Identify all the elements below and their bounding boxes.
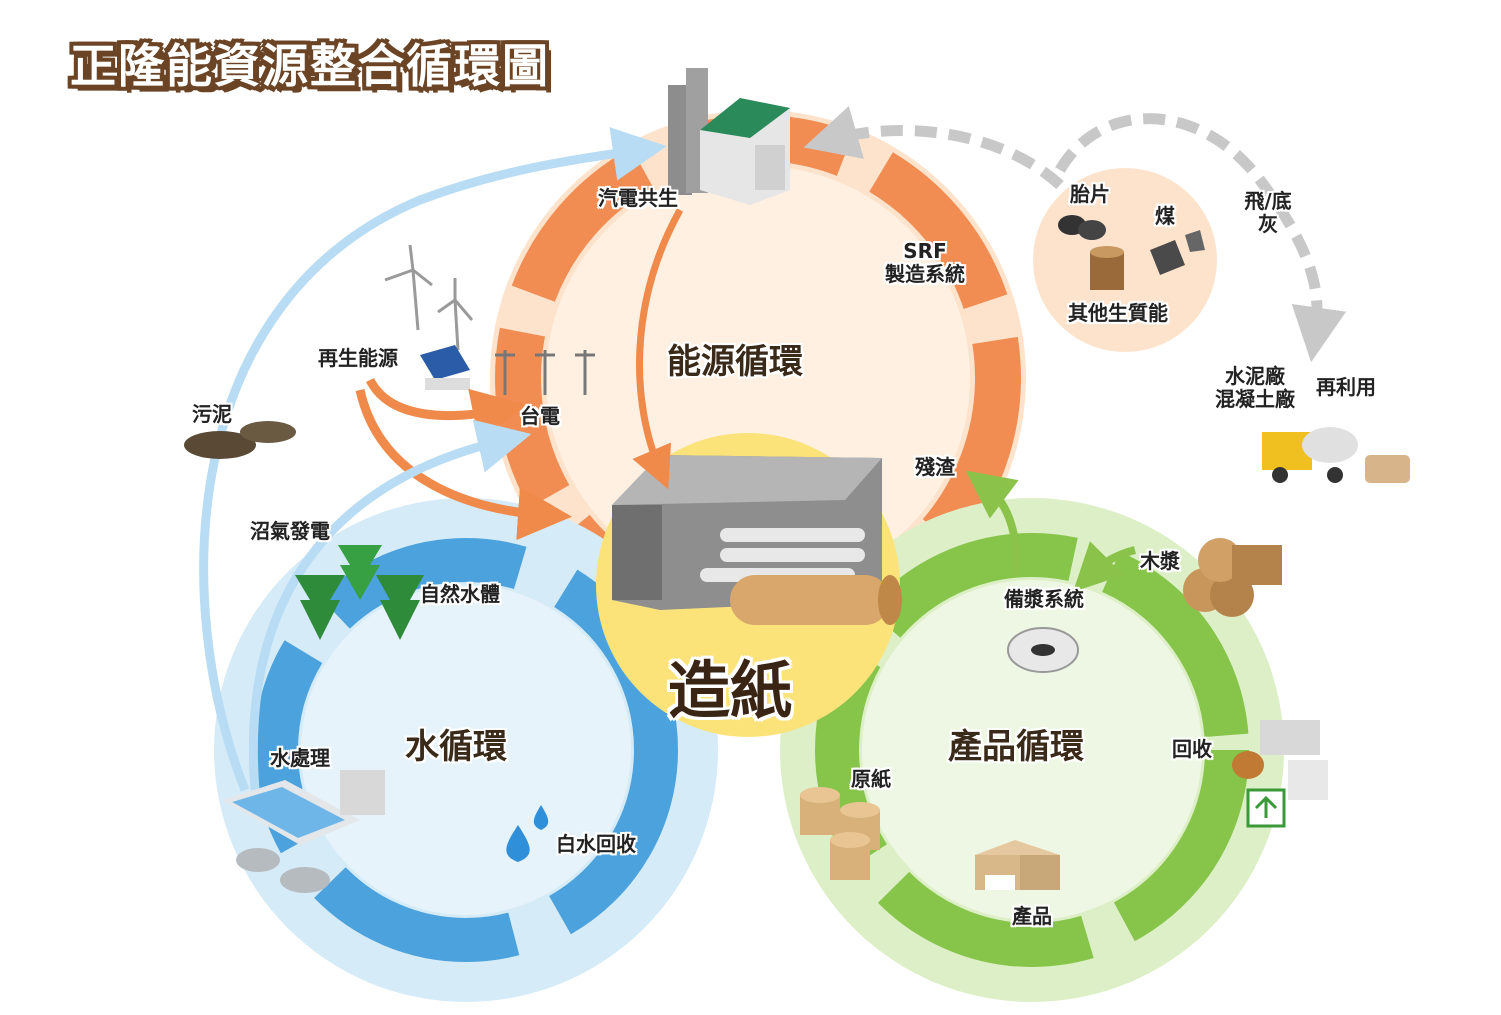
power-pole-icon: [495, 350, 595, 395]
natural-water-label: 自然水體: [420, 582, 500, 606]
coal-label: 煤: [1155, 204, 1175, 228]
ash-label: 飛/底 灰: [1244, 189, 1292, 236]
pulp-to-stock-prep-arrow: [1073, 541, 1137, 592]
water-drop-icon: [506, 805, 549, 862]
cement-plant-label: 水泥廠 混凝土廠: [1215, 364, 1295, 411]
product-cycle-label: 產品循環: [948, 727, 1084, 767]
water-cycle-label: 水循環: [405, 727, 507, 767]
forest-icon: [295, 545, 424, 640]
biogas-to-taipower-arrow: [248, 419, 532, 791]
water-treatment-plant-icon: [222, 770, 385, 893]
renewable-energy-label: 再生能源: [318, 346, 398, 370]
cogeneration-plant-icon: [668, 68, 790, 205]
sludge-to-cogeneration-arrow: [199, 127, 667, 792]
paper-roll-icon: [800, 787, 880, 880]
cogeneration-to-paper-arrow: [632, 208, 684, 490]
stock-prep-to-residue-arrow: [965, 470, 1020, 576]
biomass-log-icon: [1090, 246, 1124, 290]
sludge-label: 污泥: [192, 402, 232, 426]
wind-turbine-icon: [384, 244, 474, 351]
taipower-label: 台電: [520, 404, 560, 428]
water-cycle: [214, 498, 718, 1002]
cement-truck-icon: [1262, 427, 1410, 483]
renewable-to-paper-arrow: [355, 389, 572, 541]
base-paper-label: 原紙: [851, 767, 891, 791]
recycle-symbol-icon: [1246, 788, 1286, 828]
stock-prep-icon: [1007, 627, 1079, 673]
stock-prep-label: 備漿系統: [1004, 587, 1084, 611]
residue-label: 殘渣: [915, 455, 955, 479]
renewable-to-taipower-arrow: [365, 377, 527, 442]
tire-icon: [1058, 215, 1106, 240]
papermaking-label: 造紙: [668, 654, 793, 727]
energy-cycle-label: 能源循環: [667, 342, 803, 382]
sludge-icon: [184, 421, 296, 459]
reuse-label: 再利用: [1316, 375, 1376, 399]
recycling-items-icon: [1232, 720, 1328, 800]
srf-label: SRF 製造系統: [885, 239, 965, 286]
water-treatment-label: 水處理: [270, 746, 330, 770]
fuel-bubble: [1033, 168, 1217, 352]
pulp-label: 木漿: [1140, 549, 1180, 573]
products-label: 產品: [1012, 904, 1052, 928]
solar-panel-icon: [420, 345, 470, 390]
cogeneration-label: 汽電共生: [598, 186, 678, 210]
pulp-log-icon: [1183, 538, 1282, 617]
diagram-title: 正隆能資源整合循環圖: [70, 39, 550, 93]
biogas-label: 沼氣發電: [250, 519, 330, 543]
tire-chips-label: 胎片: [1070, 182, 1110, 206]
biomass-label: 其他生質能: [1068, 301, 1168, 325]
recycling-label: 回收: [1172, 737, 1212, 761]
white-water-label: 白水回收: [556, 832, 636, 856]
coal-icon: [1150, 230, 1205, 275]
paper-machine-icon: [612, 455, 902, 625]
product-boxes-icon: [975, 840, 1060, 890]
fuel-to-plant-arrow: [803, 106, 1064, 190]
product-cycle: [780, 498, 1284, 1002]
